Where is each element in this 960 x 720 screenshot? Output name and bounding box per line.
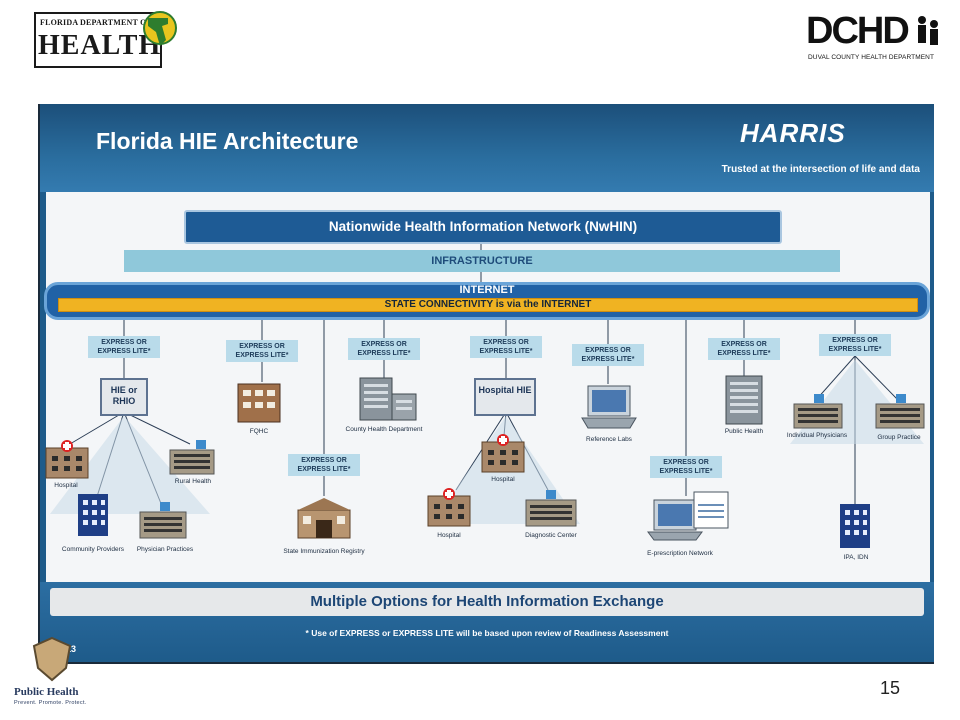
slide-number: 13 [66,644,77,654]
fdoh-logo-frame [34,12,162,68]
physician-practices-building-icon [139,502,187,539]
public-health-tagline: Prevent. Promote. Protect. [14,700,87,706]
public-health-building-icon [725,375,763,425]
harris-tagline: Trusted at the intersection of life and … [721,164,920,175]
nwhin-box: Nationwide Health Information Network (N… [184,210,782,244]
e-prescription-label: E-prescription Network [647,550,713,557]
hospital-building-icon [481,434,525,473]
individual-physicians-building-icon [793,394,843,429]
multiple-options-banner: Multiple Options for Health Information … [50,588,924,616]
express-label: EXPRESS OR EXPRESS LITE* [288,454,360,476]
ipa-idn-label: IPA, IDN [843,554,869,561]
infrastructure-band: INFRASTRUCTURE [124,250,840,272]
architecture-slide: Florida HIE Architecture HARRIS Trusted … [38,104,934,664]
dchd-logo: DCHD DUVAL COUNTY HEALTH DEPARTMENT [806,10,946,70]
fqhc-building-icon [237,383,281,423]
group-practice-label: Group Practice [877,434,921,441]
reference-labs-label: Reference Labs [586,436,632,443]
rural-health-label: Rural Health [174,478,212,485]
people-group-icon [918,16,938,45]
public-health-shield-icon [32,636,72,682]
florida-state-icon [143,11,177,46]
page-number: 15 [880,678,901,698]
slide-title-band [40,104,934,192]
public-health-logo-text: Public Health [14,686,79,698]
hie-rhio-node: HIE or RHIO [100,378,148,416]
state-connectivity-band: STATE CONNECTIVITY is via the INTERNET [58,298,918,312]
individual-physicians-label: Individual Physicians [786,432,848,439]
hospital-label: Hospital [491,476,515,483]
express-label: EXPRESS OR EXPRESS LITE* [226,340,298,362]
express-label: EXPRESS OR EXPRESS LITE* [88,336,160,358]
hospital-label: Hospital [54,482,78,489]
express-label: EXPRESS OR EXPRESS LITE* [470,336,542,358]
hospital-building-icon [45,440,89,479]
hospital-label: Hospital [437,532,461,539]
e-prescription-laptop-icon [647,491,729,541]
express-label: EXPRESS OR EXPRESS LITE* [819,334,891,356]
slide-title: Florida HIE Architecture [96,128,359,154]
express-label: EXPRESS OR EXPRESS LITE* [572,344,644,366]
fdoh-logo-small-text: FLORIDA DEPARTMENT OF [40,18,152,27]
diagnostic-center-building-icon [525,490,577,527]
hospital-building-icon [427,488,471,527]
community-providers-label: Community Providers [61,546,125,553]
group-practice-building-icon [875,394,925,429]
florida-doh-logo: FLORIDA DEPARTMENT OF HEALTH [34,11,177,68]
express-label: EXPRESS OR EXPRESS LITE* [708,338,780,360]
express-label: EXPRESS OR EXPRESS LITE* [348,338,420,360]
rural-health-building-icon [169,440,215,475]
immunization-registry-label: State Immunization Registry [283,548,365,555]
dchd-logo-text: DCHD [806,10,910,52]
hospital-hie-node: Hospital HIE [474,378,536,416]
community-providers-building-icon [78,494,108,536]
laptop-icon [581,385,637,429]
immunization-registry-building-icon [297,498,351,539]
public-health-label: Public Health [724,428,764,435]
dchd-logo-subtext: DUVAL COUNTY HEALTH DEPARTMENT [808,54,935,61]
ipa-idn-building-icon [840,504,870,548]
harris-logo: HARRIS [740,118,846,148]
diagnostic-center-label: Diagnostic Center [525,532,577,539]
fqhc-label: FQHC [249,428,269,435]
county-health-building-icon [359,377,417,421]
readiness-note: * Use of EXPRESS or EXPRESS LITE will be… [305,628,669,638]
county-health-label: County Health Department [345,426,423,433]
physician-practices-label: Physician Practices [136,546,194,553]
internet-label: INTERNET [459,284,515,296]
express-label: EXPRESS OR EXPRESS LITE* [650,456,722,478]
fdoh-logo-big-text: HEALTH [38,30,162,61]
